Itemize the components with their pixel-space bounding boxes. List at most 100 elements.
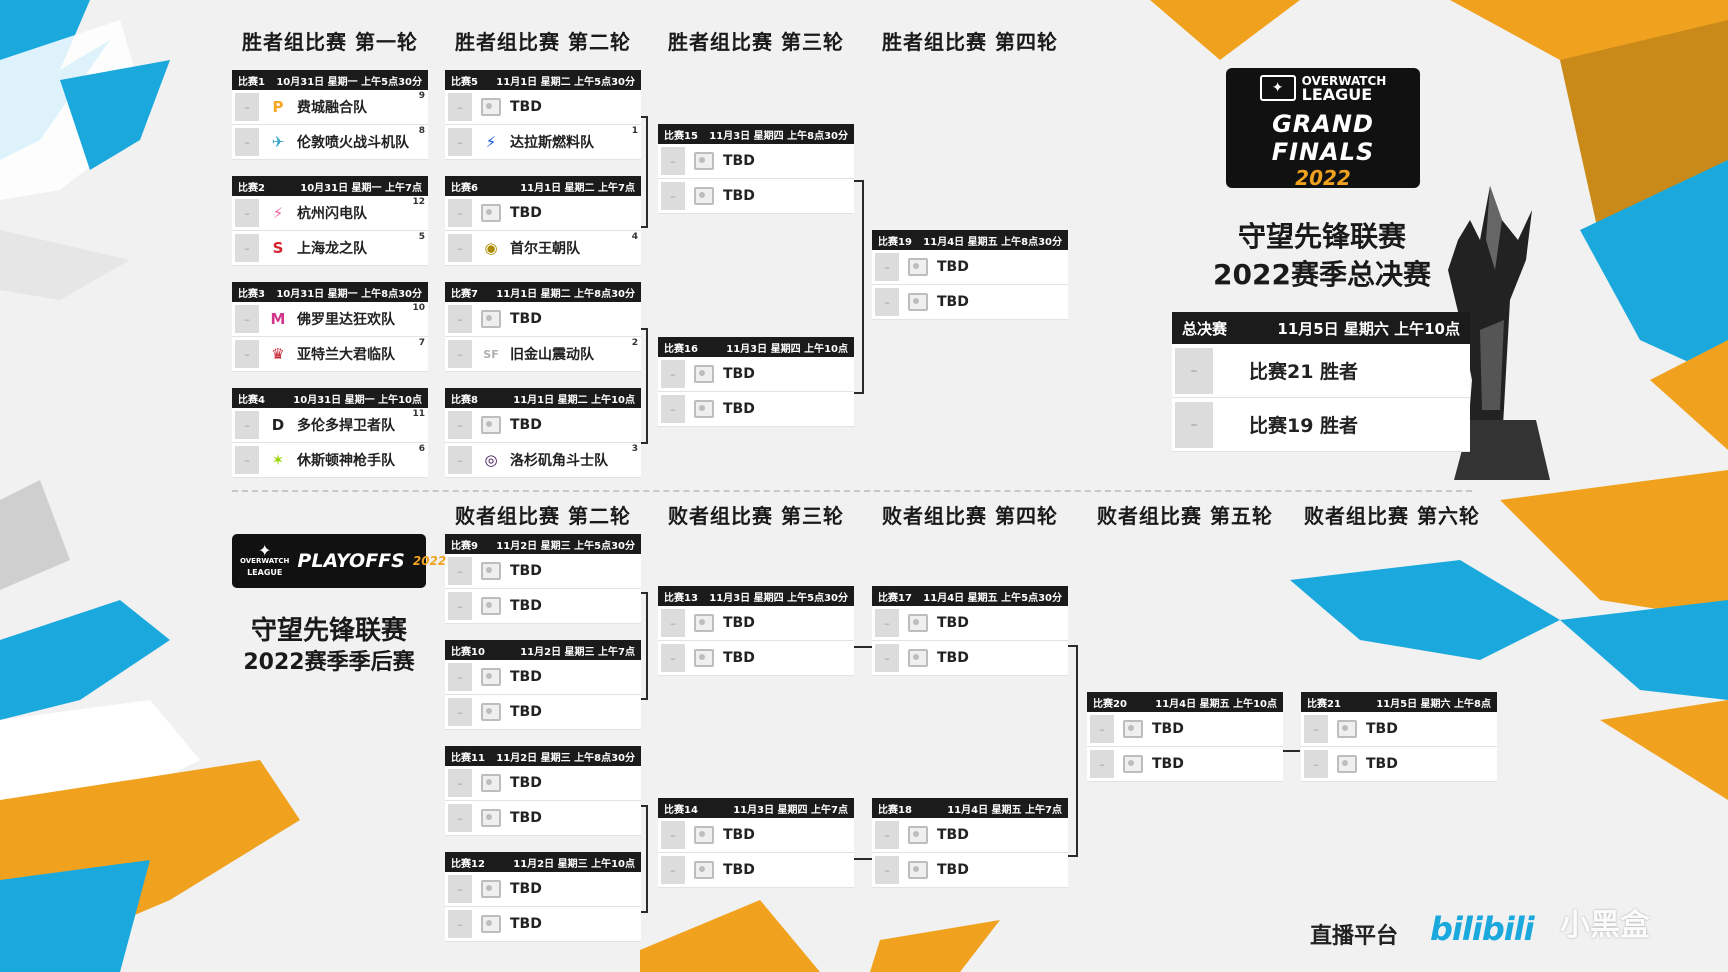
team-slot[interactable]: –TBD <box>1087 712 1283 747</box>
team-slot[interactable]: –TBD <box>872 285 1068 320</box>
tbd-placeholder-icon <box>693 859 715 881</box>
team-slot[interactable]: –TBD <box>872 853 1068 888</box>
image-placeholder-icon <box>694 400 714 418</box>
grand-final-team-2: 比赛19 胜者 <box>1249 415 1359 437</box>
team-slot[interactable]: –TBD <box>445 302 641 337</box>
bilibili-logo[interactable]: bilibili <box>1430 910 1535 948</box>
score-box: – <box>1304 750 1328 778</box>
match-time: 11月4日 星期五 上午7点 <box>947 804 1062 816</box>
team-logo-icon: M <box>270 310 286 328</box>
grand-final-slot-2[interactable]: – 比赛19 胜者 <box>1172 398 1470 452</box>
image-placeholder-icon <box>908 861 928 879</box>
team-slot[interactable]: –TBD <box>445 196 641 231</box>
team-slot[interactable]: –TBD <box>658 144 854 179</box>
team-name: TBD <box>510 881 542 897</box>
connector <box>1282 750 1300 752</box>
team-slot[interactable]: –TBD <box>658 641 854 676</box>
team-name: TBD <box>1152 756 1184 772</box>
team-slot[interactable]: –TBD <box>658 853 854 888</box>
image-placeholder-icon <box>694 152 714 170</box>
match-label: 比赛2 <box>238 182 265 194</box>
team-logo-icon: ◎ <box>484 451 498 469</box>
tbd-placeholder-icon <box>1336 718 1358 740</box>
team-slot[interactable]: –TBD <box>872 606 1068 641</box>
tbd-placeholder-icon <box>480 414 502 436</box>
score-box: – <box>235 446 259 474</box>
match-time: 11月1日 星期二 上午7点 <box>520 182 635 194</box>
score-box: – <box>448 340 472 368</box>
team-slot[interactable]: –TBD <box>658 818 854 853</box>
team-slot[interactable]: –TBD <box>445 695 641 730</box>
team-slot[interactable]: –TBD <box>872 250 1068 285</box>
tbd-placeholder-icon <box>693 824 715 846</box>
team-slot[interactable]: –TBD <box>445 766 641 801</box>
tbd-placeholder-icon <box>907 256 929 278</box>
grand-final-match[interactable]: 总决赛 11月5日 星期六 上午10点 – 比赛21 胜者 – 比赛19 胜者 <box>1172 312 1470 452</box>
grand-final-label: 总决赛 <box>1182 319 1228 338</box>
team-slot[interactable]: –TBD <box>445 872 641 907</box>
playoffs-logo-overwatch: OVERWATCH <box>240 556 290 565</box>
team-slot[interactable]: –TBD <box>445 589 641 624</box>
score-box: – <box>448 698 472 726</box>
team-name: 杭州闪电队 <box>297 206 367 222</box>
team-name: 达拉斯燃料队 <box>510 135 594 151</box>
team-slot[interactable]: –TBD <box>1301 712 1497 747</box>
team-slot[interactable]: –TBD <box>445 660 641 695</box>
team-slot[interactable]: –TBD <box>445 801 641 836</box>
team-slot[interactable]: –TBD <box>445 907 641 942</box>
team-slot[interactable]: –TBD <box>658 392 854 427</box>
team-slot[interactable]: –TBD <box>658 357 854 392</box>
team-slot[interactable]: –TBD <box>872 641 1068 676</box>
header-losers-round-5: 败者组比赛 第五轮 <box>1097 504 1273 528</box>
team-slot[interactable]: –TBD <box>1087 747 1283 782</box>
team-slot[interactable]: –TBD <box>445 408 641 443</box>
team-slot[interactable]: –TBD <box>658 179 854 214</box>
team-slot[interactable]: –TBD <box>445 554 641 589</box>
team-slot[interactable]: –TBD <box>658 606 854 641</box>
team-slot[interactable]: –TBD <box>872 818 1068 853</box>
grand-final-slot-1[interactable]: – 比赛21 胜者 <box>1172 344 1470 398</box>
match-time: 11月3日 星期四 上午10点 <box>726 343 848 355</box>
match-label: 比赛19 <box>878 236 912 248</box>
score-box: – <box>875 644 899 672</box>
image-placeholder-icon <box>481 416 501 434</box>
team-seed: 3 <box>631 444 638 454</box>
team-slot[interactable]: –TBD <box>1301 747 1497 782</box>
team-slot[interactable]: –TBD <box>445 90 641 125</box>
